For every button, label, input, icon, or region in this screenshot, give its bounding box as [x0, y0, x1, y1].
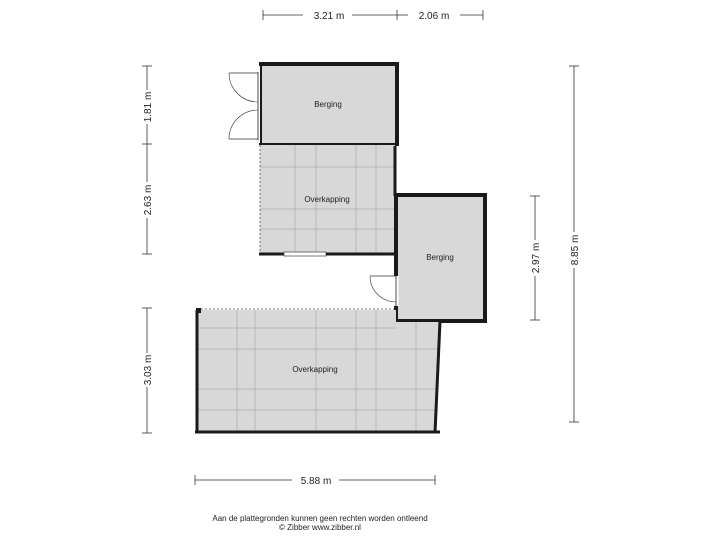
dimension-right-outer: 8.85 m: [569, 65, 581, 423]
door-icon: [369, 275, 399, 306]
dim-bottom-label: 5.88 m: [301, 476, 332, 487]
room-label-berging-top: Berging: [314, 100, 342, 109]
footer-disclaimer: Aan de plattegronden kunnen geen rechten…: [212, 514, 428, 523]
room-overkapping-bottom: Overkapping: [195, 308, 442, 434]
dim-left-lower-label: 3.03 m: [143, 355, 154, 386]
room-berging-right: Berging: [369, 193, 487, 323]
dimension-top: 3.21 m 2.06 m: [262, 10, 484, 22]
dimension-left: 1.81 m 2.63 m 3.03 m: [142, 65, 154, 434]
room-label-overkapping-top: Overkapping: [304, 195, 349, 204]
dimension-bottom: 5.88 m: [194, 475, 436, 487]
dimension-right-inner: 2.97 m: [530, 195, 542, 321]
dim-top-right-label: 2.06 m: [419, 11, 450, 22]
room-label-berging-right: Berging: [426, 253, 454, 262]
footer-copyright: © Zibber www.zibber.nl: [279, 523, 361, 532]
room-overkapping-top: Overkapping: [259, 145, 397, 257]
dim-top-left-label: 3.21 m: [314, 11, 345, 22]
dim-left-middle-label: 2.63 m: [143, 185, 154, 216]
window-icon: [283, 251, 327, 257]
dim-right-outer-label: 8.85 m: [570, 235, 581, 266]
dim-left-upper-label: 1.81 m: [143, 92, 154, 123]
room-label-overkapping-bottom: Overkapping: [292, 365, 337, 374]
room-berging-top: Berging: [228, 62, 399, 146]
dim-right-inner-label: 2.97 m: [531, 243, 542, 274]
double-door-icon: [228, 72, 259, 140]
